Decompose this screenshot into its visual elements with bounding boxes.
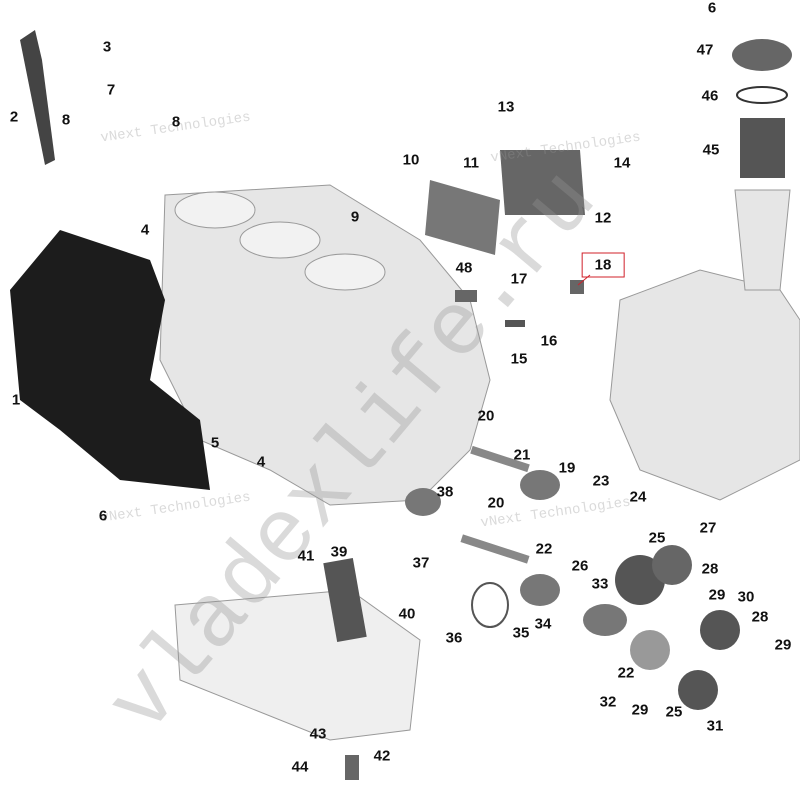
callout-23[interactable]: 23	[592, 472, 610, 490]
callout-40[interactable]: 40	[398, 605, 416, 623]
callout-6[interactable]: 6	[707, 0, 717, 17]
callout-14[interactable]: 14	[613, 154, 631, 172]
callout-28[interactable]: 28	[751, 608, 769, 626]
callout-47[interactable]: 47	[696, 41, 714, 59]
callout-10[interactable]: 10	[402, 151, 420, 169]
callout-18-highlighted[interactable]: 18	[581, 252, 625, 278]
callout-33[interactable]: 33	[591, 575, 609, 593]
callout-30[interactable]: 30	[737, 588, 755, 606]
callout-42[interactable]: 42	[373, 747, 391, 765]
callout-44[interactable]: 44	[291, 758, 309, 776]
callout-28[interactable]: 28	[701, 560, 719, 578]
callout-1[interactable]: 1	[11, 391, 21, 409]
callout-29[interactable]: 29	[708, 586, 726, 604]
callout-38[interactable]: 38	[436, 483, 454, 501]
callout-3[interactable]: 3	[102, 38, 112, 56]
gearbox-housing	[609, 269, 800, 501]
oil-tank	[10, 230, 210, 490]
callout-21[interactable]: 21	[513, 446, 531, 464]
callout-29[interactable]: 29	[631, 701, 649, 719]
dipstick	[20, 30, 55, 165]
callout-6[interactable]: 6	[98, 507, 108, 525]
callout-34[interactable]: 34	[534, 615, 552, 633]
callout-29[interactable]: 29	[774, 636, 792, 654]
oil-pan	[174, 589, 421, 741]
callout-4[interactable]: 4	[256, 453, 266, 471]
callout-4[interactable]: 4	[140, 221, 150, 239]
callout-20[interactable]: 20	[477, 407, 495, 425]
oil-filter-housing	[734, 189, 791, 291]
callout-31[interactable]: 31	[706, 717, 724, 735]
callout-24[interactable]: 24	[629, 488, 647, 506]
callout-32[interactable]: 32	[599, 693, 617, 711]
callout-11[interactable]: 11	[463, 154, 479, 172]
callout-26[interactable]: 26	[571, 557, 589, 575]
pump-body	[630, 630, 670, 670]
gear-30	[700, 610, 740, 650]
callout-27[interactable]: 27	[699, 519, 717, 537]
callout-22[interactable]: 22	[617, 664, 635, 682]
callout-46[interactable]: 46	[701, 87, 719, 105]
callout-13[interactable]: 13	[497, 98, 515, 116]
callout-36[interactable]: 36	[445, 629, 463, 647]
oil-cooler	[500, 150, 585, 215]
callout-8[interactable]: 8	[171, 113, 181, 131]
filter-cover	[732, 39, 792, 71]
callout-15[interactable]: 15	[510, 350, 528, 368]
callout-25[interactable]: 25	[648, 529, 666, 547]
callout-7[interactable]: 7	[106, 81, 116, 99]
callout-20[interactable]: 20	[487, 494, 505, 512]
callout-12[interactable]: 12	[594, 209, 612, 227]
gear-31	[678, 670, 718, 710]
callout-45[interactable]: 45	[702, 141, 720, 159]
callout-17[interactable]: 17	[510, 270, 528, 288]
callout-35[interactable]: 35	[512, 624, 530, 642]
callout-39[interactable]: 39	[330, 543, 348, 561]
callout-2[interactable]: 2	[9, 108, 19, 126]
oil-filter	[740, 118, 785, 178]
callout-22[interactable]: 22	[535, 540, 553, 558]
cooler-plate	[425, 180, 500, 255]
callout-37[interactable]: 37	[412, 554, 430, 572]
callout-19[interactable]: 19	[558, 459, 576, 477]
callout-9[interactable]: 9	[350, 208, 360, 226]
callout-25[interactable]: 25	[665, 703, 683, 721]
callout-43[interactable]: 43	[309, 725, 327, 743]
callout-48[interactable]: 48	[455, 259, 473, 277]
callout-8[interactable]: 8	[61, 111, 71, 129]
callout-41[interactable]: 41	[297, 547, 315, 565]
callout-16[interactable]: 16	[540, 332, 558, 350]
callout-5[interactable]: 5	[210, 434, 220, 452]
gear-27	[652, 545, 692, 585]
